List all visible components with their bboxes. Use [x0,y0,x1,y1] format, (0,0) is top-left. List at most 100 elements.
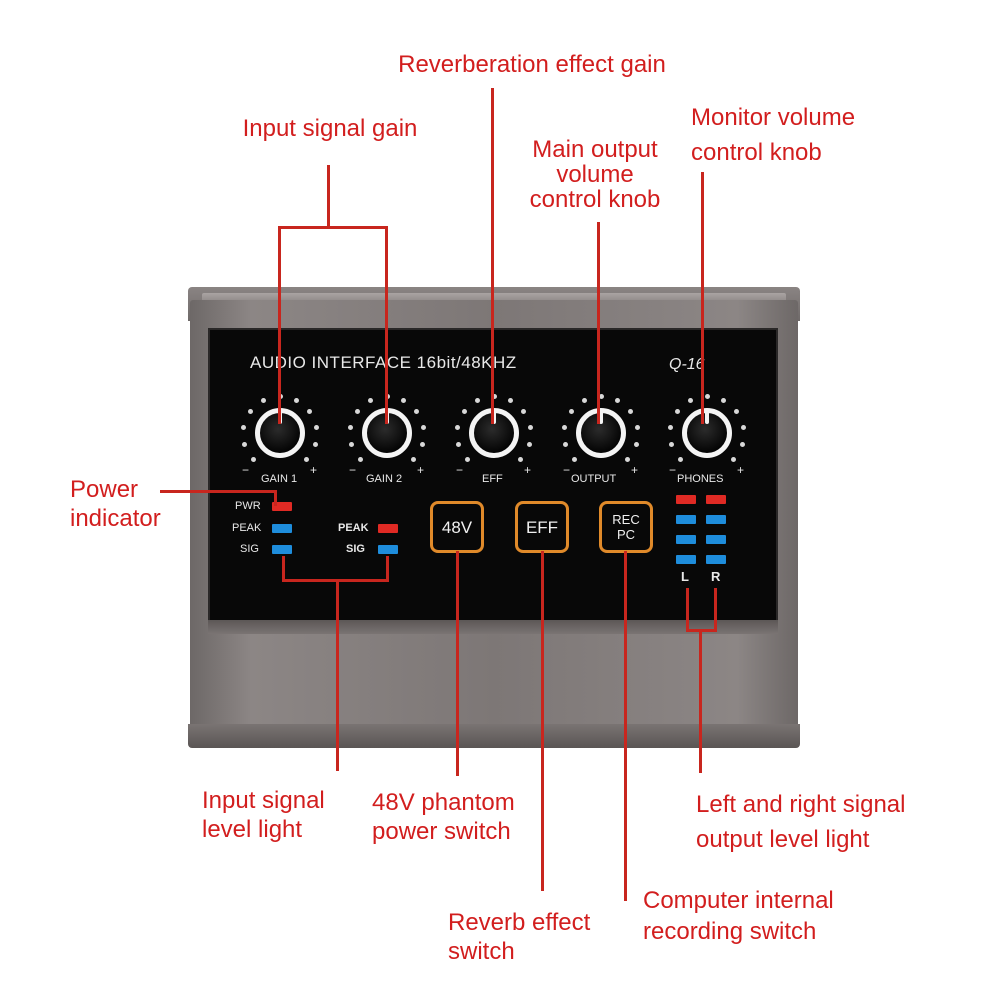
callout-power: Power indicator [70,475,161,533]
knob-scale-dot [674,408,680,414]
knob-scale-dot [687,397,693,403]
peak-led-2 [378,524,398,533]
knob-scale-dot [314,424,320,430]
leader-line [282,556,285,581]
leader-line [278,226,281,424]
output-led-right-2 [706,515,726,524]
leader-line [386,556,389,581]
knob-label-gain-1: GAIN 1 [261,473,298,485]
knob-scale-dot [240,424,246,430]
callout-reverb-switch: Reverb effect switch [448,908,590,966]
knob-scale-dot [568,408,574,414]
channel-left-label: L [681,569,689,584]
callout-main-output-line-1: Main output [532,136,658,163]
callout-computer-line-1: Computer internal [643,887,834,914]
leader-line [541,551,544,891]
callout-reverb-gain: Reverberation effect gain [398,51,666,78]
knob-scale-dot [242,441,248,447]
leader-line [491,88,494,424]
knob-scale-dot [721,397,727,403]
knob-scale-dot [410,456,416,462]
knob-scale-dot [678,456,684,462]
knob-scale-dot [730,456,736,462]
leader-line [699,631,702,773]
knob-scale-dot [633,441,639,447]
leader-line [274,490,277,506]
minus-sign: − [456,463,464,477]
leader-line [278,226,388,229]
eff-label: EFF [525,517,559,537]
knob-phones[interactable] [682,408,732,458]
knob-scale-dot [474,397,480,403]
leader-line [456,551,459,776]
peak-led-1 [272,524,292,533]
leader-line [327,165,330,227]
knob-label-output: OUTPUT [571,473,617,485]
eff-button[interactable]: EFF [515,501,569,553]
knob-scale-dot [461,408,467,414]
plus-sign: + [737,463,745,477]
leader-line [160,490,276,493]
leader-line [282,579,389,582]
plus-sign: + [524,463,532,477]
leader-line [624,551,627,901]
device-bottom [188,724,800,748]
knob-scale-dot [561,424,567,430]
callout-computer-line-2: recording switch [643,918,817,945]
sig-label-2: SIG [346,543,365,555]
callout-lr-level: Left and right signal output level light [696,790,905,854]
knob-scale-dot [628,408,634,414]
leader-line [686,588,689,631]
callout-main-output: Main output volume control knob [515,135,675,214]
callout-input-level-line-2: level light [202,816,303,843]
leader-line [714,588,717,631]
knob-scale-dot [349,441,355,447]
phantom-48v-label: 48V [441,517,473,537]
phantom-48v-button[interactable]: 48V [430,501,484,553]
knob-scale-dot [401,397,407,403]
knob-scale-dot [419,441,425,447]
sig-led-2 [378,545,398,554]
knob-scale-dot [491,393,497,399]
knob-scale-dot [521,408,527,414]
knob-scale-dot [624,456,630,462]
channel-right-label: R [711,569,721,584]
minus-sign: − [242,463,250,477]
leader-line [597,222,600,424]
callout-lr-level-line-1: Left and right signal [696,791,906,818]
rec-label: REC [612,512,640,527]
callout-main-output-line-3: control knob [529,186,661,213]
plus-sign: + [310,463,318,477]
knob-scale-dot [581,397,587,403]
knob-scale-dot [734,408,740,414]
knob-scale-dot [307,408,313,414]
output-led-right-1 [706,495,726,504]
callout-input-level-line-1: Input signal [202,787,325,814]
knob-eff[interactable] [469,408,519,458]
pc-label: PC [616,527,636,542]
knob-label-gain-2: GAIN 2 [366,473,403,485]
rec-pc-button[interactable]: REC PC [599,501,653,553]
knob-scale-dot [598,393,604,399]
knob-scale-dot [526,441,532,447]
knob-pointer [599,411,603,424]
model-label: Q-16 [669,356,705,373]
callout-phantom-line-2: power switch [372,818,511,845]
callout-phantom-line-1: 48V phantom [372,789,515,816]
plus-sign: + [417,463,425,477]
callout-reverb-switch-line-2: switch [448,938,515,965]
output-led-left-4 [676,555,696,564]
knob-scale-dot [517,456,523,462]
knob-output[interactable] [576,408,626,458]
leader-line [686,629,717,632]
knob-scale-dot [312,441,318,447]
knob-scale-dot [667,424,673,430]
knob-scale-dot [465,456,471,462]
panel-lip [208,620,778,634]
callout-power-line-1: Power [70,476,139,503]
knob-scale-dot [367,397,373,403]
knob-pointer [492,411,496,424]
knob-label-phones: PHONES [677,473,724,485]
callout-input-gain: Input signal gain [242,115,418,142]
knob-scale-dot [741,424,747,430]
